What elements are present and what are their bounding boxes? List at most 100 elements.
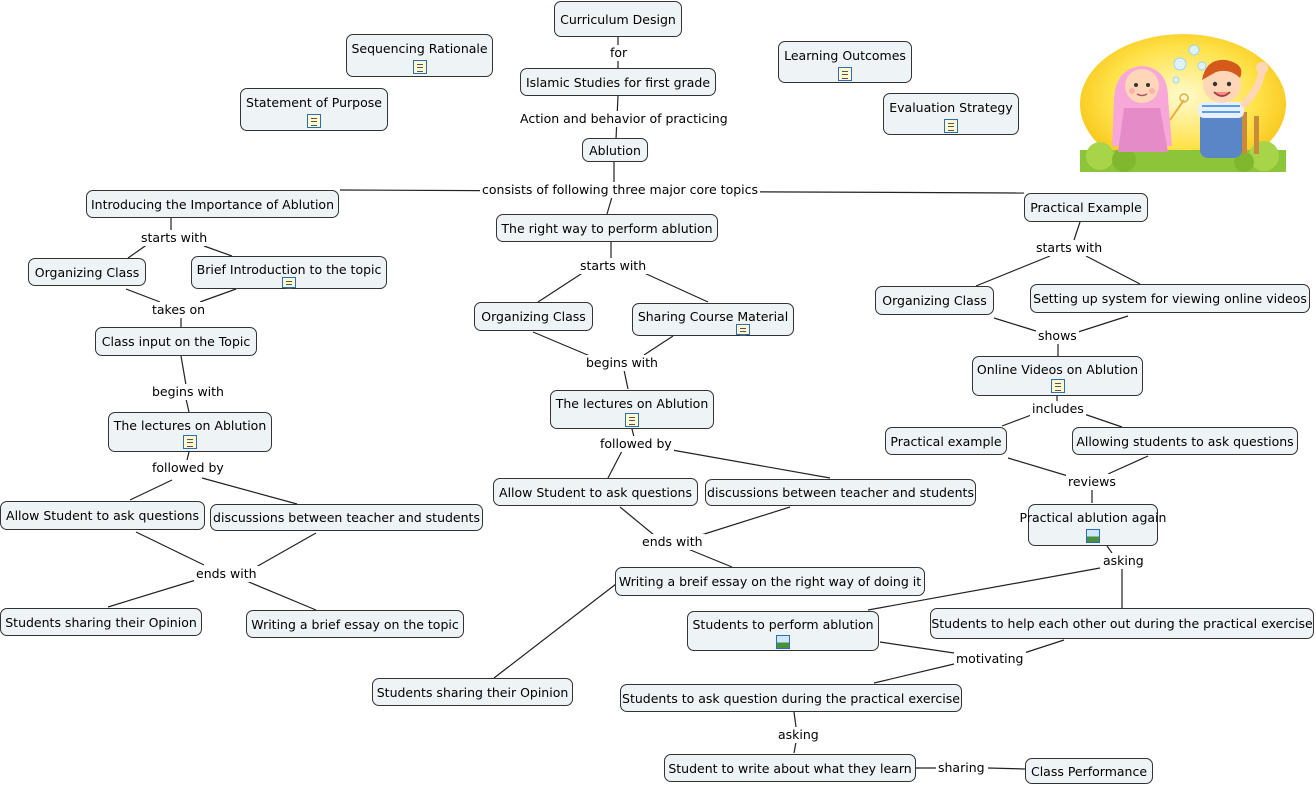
node-discussions-middle[interactable]: discussions between teacher and students — [705, 479, 976, 506]
node-label: Allow Student to ask questions — [6, 508, 199, 523]
node-sharing-opinion-left[interactable]: Students sharing their Opinion — [0, 608, 202, 636]
node-label: discussions between teacher and students — [707, 485, 974, 500]
node-label: Class Performance — [1030, 763, 1148, 779]
node-label: Students to perform ablution — [692, 617, 874, 632]
node-label: Writing a breif essay on the right way o… — [618, 574, 922, 589]
node-brief-introduction[interactable]: Brief Introduction to the topic — [191, 256, 387, 289]
node-label: Writing a brief essay on the topic — [251, 616, 459, 632]
node-learning-outcomes[interactable]: Learning Outcomes — [778, 41, 912, 83]
node-label: Practical example — [890, 433, 1002, 449]
node-allow-questions-left[interactable]: Allow Student to ask questions — [0, 501, 205, 530]
link-label-takes-on: takes on — [150, 302, 208, 318]
node-label: Brief Introduction to the topic — [196, 262, 382, 277]
note-icon[interactable] — [1050, 379, 1065, 393]
node-label: The lectures on Ablution — [113, 418, 267, 433]
link-label-ends-with: ends with — [194, 566, 259, 582]
node-discussions-left[interactable]: discussions between teacher and students — [210, 504, 483, 531]
node-label: Sharing Course Material — [637, 309, 789, 324]
node-sharing-opinion-middle[interactable]: Students sharing their Opinion — [372, 678, 573, 706]
node-label: Allowing students to ask questions — [1076, 433, 1294, 449]
node-label: The right way to perform ablution — [501, 220, 713, 236]
link-label-sharing: sharing — [936, 760, 987, 776]
link-label-begins-with: begins with — [150, 384, 226, 400]
note-icon[interactable] — [838, 67, 852, 81]
link-label-motivating: motivating — [954, 651, 1026, 667]
note-icon[interactable] — [736, 324, 750, 336]
node-sharing-course-material[interactable]: Sharing Course Material — [632, 303, 794, 336]
note-icon[interactable] — [282, 277, 296, 289]
node-label: The lectures on Ablution — [555, 396, 709, 411]
node-organizing-class-right[interactable]: Organizing Class — [875, 286, 994, 315]
node-allow-questions-middle[interactable]: Allow Student to ask questions — [493, 478, 698, 506]
node-label: Students to help each other out during t… — [931, 616, 1313, 631]
node-class-performance[interactable]: Class Performance — [1025, 758, 1153, 784]
node-label: Evaluation Strategy — [889, 100, 1013, 115]
node-label: Introducing the Importance of Ablution — [91, 196, 334, 212]
node-label: Ablution — [589, 142, 641, 158]
node-write-learn[interactable]: Student to write about what they learn — [664, 754, 916, 782]
node-label: Practical ablution again — [1019, 510, 1167, 525]
node-statement-of-purpose[interactable]: Statement of Purpose — [240, 88, 388, 131]
link-label-shows: shows — [1036, 328, 1079, 344]
link-label-reviews: reviews — [1066, 474, 1118, 490]
node-curriculum-design[interactable]: Curriculum Design — [554, 1, 682, 37]
node-practical-example-sub[interactable]: Practical example — [885, 427, 1007, 455]
node-organizing-class-middle[interactable]: Organizing Class — [474, 302, 593, 331]
link-label-starts-with: starts with — [1034, 240, 1105, 256]
node-label: Sequencing Rationale — [351, 41, 488, 56]
note-icon[interactable] — [625, 413, 639, 427]
link-label-for: for — [608, 45, 630, 61]
note-icon[interactable] — [183, 435, 197, 449]
node-essay-middle[interactable]: Writing a breif essay on the right way o… — [615, 567, 925, 596]
node-introducing-importance[interactable]: Introducing the Importance of Ablution — [86, 190, 339, 218]
node-right-way[interactable]: The right way to perform ablution — [496, 214, 718, 242]
node-setting-up-system[interactable]: Setting up system for viewing online vid… — [1030, 284, 1310, 313]
link-label-consists-of: consists of following three major core t… — [480, 182, 761, 198]
link-label-followed-by: followed by — [598, 436, 674, 452]
node-brief-essay-left[interactable]: Writing a brief essay on the topic — [246, 610, 464, 638]
image-icon[interactable] — [776, 635, 790, 649]
node-label: Students sharing their Opinion — [5, 614, 197, 630]
node-label: Learning Outcomes — [784, 48, 906, 63]
node-label: Student to write about what they learn — [668, 760, 912, 776]
link-label-starts-with: starts with — [578, 258, 649, 274]
note-icon[interactable] — [944, 119, 958, 133]
link-label-ends-with: ends with — [640, 534, 705, 550]
link-label-asking: asking — [1101, 553, 1146, 569]
node-help-each-other[interactable]: Students to help each other out during t… — [930, 608, 1314, 639]
node-label: Setting up system for viewing online vid… — [1033, 291, 1307, 306]
cartoon-children-icon — [1080, 34, 1286, 172]
node-label: Allow Student to ask questions — [499, 484, 692, 500]
node-islamic-studies[interactable]: Islamic Studies for first grade — [520, 68, 716, 96]
node-label: Statement of Purpose — [246, 95, 382, 110]
node-label: Students to ask question during the prac… — [622, 690, 960, 706]
node-sequencing-rationale[interactable]: Sequencing Rationale — [346, 34, 493, 77]
node-lectures-middle[interactable]: The lectures on Ablution — [550, 390, 714, 429]
link-label-asking: asking — [776, 727, 821, 743]
node-practical-ablution-again[interactable]: Practical ablution again — [1020, 504, 1166, 546]
node-label: Organizing Class — [481, 309, 586, 324]
node-lectures-left[interactable]: The lectures on Ablution — [108, 412, 272, 452]
node-label: Online Videos on Ablution — [976, 362, 1139, 377]
node-label: Practical Example — [1030, 200, 1142, 215]
link-label-action-behavior: Action and behavior of practicing — [518, 111, 730, 127]
note-icon[interactable] — [412, 60, 427, 74]
node-class-input[interactable]: Class input on the Topic — [95, 327, 257, 356]
node-evaluation-strategy[interactable]: Evaluation Strategy — [883, 93, 1019, 135]
node-label: Curriculum Design — [560, 11, 676, 27]
node-ask-question-practical[interactable]: Students to ask question during the prac… — [620, 684, 962, 712]
node-label: Class input on the Topic — [101, 334, 251, 349]
node-online-videos[interactable]: Online Videos on Ablution — [972, 356, 1143, 396]
node-allowing-questions[interactable]: Allowing students to ask questions — [1072, 427, 1298, 455]
node-organizing-class-left[interactable]: Organizing Class — [28, 258, 146, 286]
link-label-includes: includes — [1030, 401, 1086, 417]
node-practical-example-topic[interactable]: Practical Example — [1024, 193, 1148, 222]
link-label-begins-with: begins with — [584, 355, 660, 371]
node-perform-ablution[interactable]: Students to perform ablution — [687, 611, 879, 651]
node-label: Students sharing their Opinion — [376, 684, 569, 700]
image-icon[interactable] — [1086, 529, 1100, 543]
node-ablution[interactable]: Ablution — [582, 138, 648, 162]
note-icon[interactable] — [307, 114, 321, 128]
node-label: discussions between teacher and students — [213, 510, 480, 525]
